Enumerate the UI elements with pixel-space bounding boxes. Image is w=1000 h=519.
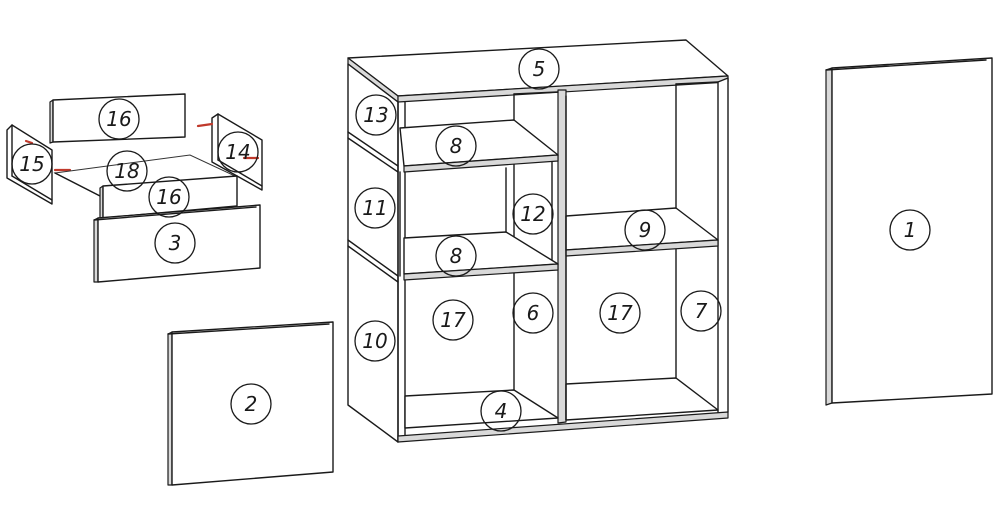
callout-16-back-label: 16 — [106, 107, 131, 131]
callout-17-right: 17 — [599, 292, 641, 334]
part-2-door-panel — [167, 321, 334, 486]
callout-9: 9 — [624, 209, 666, 251]
callout-5-label: 5 — [533, 57, 546, 81]
callout-18: 18 — [106, 150, 148, 192]
callout-2: 2 — [230, 383, 272, 425]
callout-1: 1 — [889, 209, 931, 251]
part-1-door-panel — [825, 57, 993, 406]
callout-12: 12 — [512, 193, 554, 235]
callout-16-front: 16 — [148, 176, 190, 218]
callout-6: 6 — [512, 292, 554, 334]
callout-10-label: 10 — [362, 329, 387, 353]
callout-16-front-label: 16 — [156, 185, 181, 209]
callout-14: 14 — [217, 131, 259, 173]
callout-8-upper: 8 — [435, 125, 477, 167]
callout-5: 5 — [518, 48, 560, 90]
callout-6-label: 6 — [527, 301, 540, 325]
callout-14-label: 14 — [225, 140, 250, 164]
callout-15-label: 15 — [19, 152, 44, 176]
callout-2-label: 2 — [245, 392, 258, 416]
callout-7-label: 7 — [695, 299, 708, 323]
callout-8-lower-label: 8 — [450, 244, 463, 268]
cabinet-body — [347, 39, 729, 443]
callout-8-upper-label: 8 — [450, 134, 463, 158]
callout-18-label: 18 — [114, 159, 139, 183]
callout-1-label: 1 — [904, 218, 917, 242]
callout-16-back: 16 — [98, 98, 140, 140]
callout-3: 3 — [154, 222, 196, 264]
callout-15: 15 — [11, 143, 53, 185]
callout-13-label: 13 — [363, 103, 388, 127]
callout-3-label: 3 — [169, 231, 182, 255]
callout-4-label: 4 — [495, 399, 508, 423]
callout-13: 13 — [355, 94, 397, 136]
callout-12-label: 12 — [520, 202, 545, 226]
callout-4: 4 — [480, 390, 522, 432]
drawer-assembly — [6, 93, 263, 283]
callout-7: 7 — [680, 290, 722, 332]
callout-17-left: 17 — [432, 299, 474, 341]
callout-17-right-label: 17 — [607, 301, 633, 325]
callout-8-lower: 8 — [435, 235, 477, 277]
callout-9-label: 9 — [639, 218, 652, 242]
callout-11-label: 11 — [362, 196, 387, 220]
callout-17-left-label: 17 — [440, 308, 466, 332]
callout-10: 10 — [354, 320, 396, 362]
callout-11: 11 — [354, 187, 396, 229]
